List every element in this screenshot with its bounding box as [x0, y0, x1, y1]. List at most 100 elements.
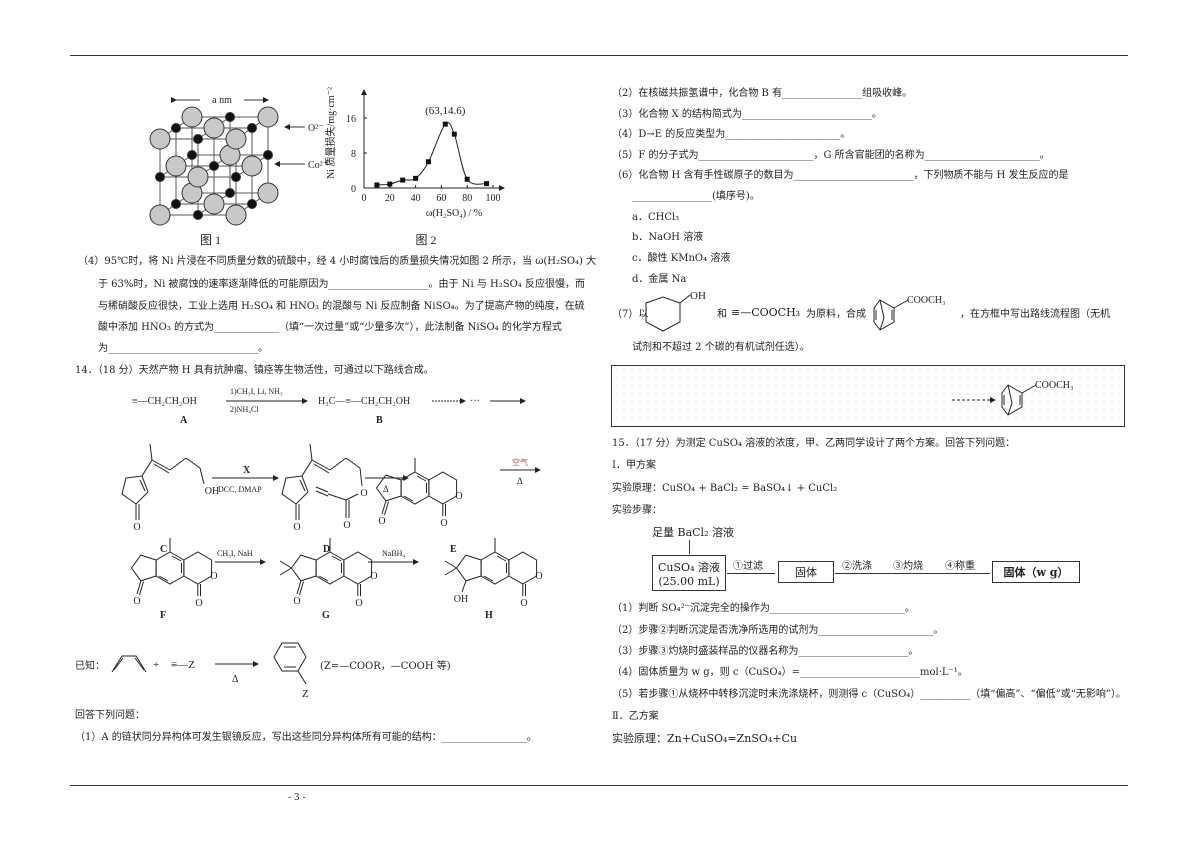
o-ion: [203, 193, 225, 215]
methyl: [309, 443, 313, 461]
bond: [483, 575, 494, 582]
lattice-edge: [159, 127, 177, 140]
label-d: D: [323, 544, 330, 555]
o-ion: [225, 128, 247, 150]
lattice-edge: [213, 116, 231, 129]
bond: [113, 657, 124, 671]
ketone: [139, 581, 144, 596]
cyclopentenone-ring: [281, 475, 309, 505]
bond: [315, 486, 329, 493]
lattice-edge: [213, 192, 231, 205]
o-ion-label: O²⁻: [308, 123, 324, 134]
q13-4-line1: （4）95℃时，将 Ni 片浸在不同质量分数的硫酸中，经 4 小时腐蚀后的质量损…: [78, 256, 597, 267]
bond: [879, 299, 885, 319]
co-ion: [155, 172, 165, 182]
q13-4-line5: 为______________________________。: [98, 343, 268, 354]
data-point: [464, 176, 470, 182]
cooch3-label: COOCH₃: [907, 295, 946, 306]
lattice-edge: [175, 116, 193, 129]
delta-2: Δ: [517, 476, 523, 486]
flow-arrow-1: [727, 573, 775, 574]
co-ion: [225, 188, 235, 198]
q13-4-line2: 于 63%时，Ni 被腐蚀的速率逐渐降低的可能原因为______________…: [98, 279, 585, 290]
q14-7-alkyne: ≡—COOCH₃: [731, 306, 801, 319]
ellipsis: ···: [470, 396, 480, 407]
bond: [169, 457, 187, 471]
co-ion-label: Co²⁺: [308, 160, 328, 171]
bottom-rule: [70, 785, 1128, 786]
ketone-oxygen: O: [293, 596, 300, 607]
bond: [139, 479, 146, 492]
figure1-caption: 图 1: [200, 233, 221, 247]
reagent-dcc: DCC, DMAP: [218, 485, 262, 494]
q14-7-line2: 试剂和不超过 2 个碳的有机试剂任选）。: [632, 342, 810, 353]
bond: [158, 575, 169, 582]
co-ion: [187, 150, 197, 160]
methyl: [279, 567, 292, 576]
bond: [318, 575, 329, 582]
crystal-structure-figure: [149, 106, 279, 226]
bond: [134, 657, 145, 671]
lactone-ring: [183, 551, 213, 585]
q15-2: （2）步骤②判断沉淀是否洗净所选用的试剂为___________________…: [612, 625, 944, 636]
lattice-edge: [251, 192, 269, 205]
bond: [879, 317, 885, 331]
known-reaction: + ≡—Z Δ Z: [111, 642, 309, 700]
o-ion: [219, 144, 241, 166]
answer-intro: 回答下列问题：: [75, 710, 145, 721]
q14-7-and: 和: [717, 309, 727, 320]
ketone-oxygen: O: [293, 522, 300, 533]
q14-3: （3）化合物 X 的结构简式为_________________________…: [612, 109, 882, 120]
lattice-edge: [213, 154, 231, 167]
x-tick-label: 0: [362, 193, 367, 204]
benzene-ring: [480, 551, 510, 585]
o-ion: [241, 155, 263, 177]
o-ion: [187, 166, 209, 188]
flow-arrow-2: [835, 573, 990, 574]
z-substituent: Z: [302, 688, 309, 700]
lattice-edge: [251, 116, 269, 129]
flow-box-solid: 固体: [778, 561, 834, 583]
figure2-caption: 图 2: [415, 233, 436, 247]
co-ion: [247, 199, 257, 209]
bond: [327, 493, 347, 501]
reagent-x: X: [243, 465, 251, 476]
step2: ②洗涤: [842, 561, 872, 572]
lattice-edge: [251, 154, 269, 167]
q13-4-line4: 酸中添加 HNO₃ 的方式为_____________（填“一次过量”或“少量多…: [98, 322, 562, 333]
bond: [329, 457, 347, 471]
step1: ①过滤: [733, 561, 763, 572]
box3-label: 固体（w g）: [1003, 566, 1069, 579]
principle1: 实验原理：CuSO₄ + BaCl₂ = BaSO₄↓ + CuCl₂: [612, 483, 838, 494]
lattice-edge: [235, 203, 253, 216]
benzene-ring: [315, 551, 345, 585]
y-tick-label: 0: [351, 184, 356, 195]
ketone: [136, 580, 142, 595]
q13-4-line3: 与稀硝酸反应很快，工业上选用 H₂SO₄ 和 HNO₃ 的混酸与 Ni 反应制备…: [98, 301, 585, 312]
top-rule: [70, 55, 1128, 56]
reagent-nabh4: NaBH₄: [382, 549, 405, 558]
o-ion: [181, 106, 203, 128]
ring-oxygen: O: [455, 491, 462, 502]
q14-7-suffix: ，在方框中写出路线流程图（无机: [960, 309, 1110, 320]
carbonyl-oxygen: O: [195, 598, 202, 609]
plus-sign: +: [153, 659, 159, 671]
carbonyl-oxygen: O: [343, 520, 350, 531]
q14-7-mid: 为原料，合成: [806, 309, 866, 320]
bond: [345, 493, 359, 501]
o-ion: [203, 117, 225, 139]
flow-box-cuso4: CuSO₄ 溶液 (25.00 mL): [652, 555, 726, 591]
data-point: [451, 131, 457, 137]
lactone-ring: [428, 471, 458, 505]
answer-box[interactable]: [611, 365, 1125, 427]
label-c: C: [160, 544, 167, 555]
bond: [416, 475, 427, 482]
known-label: 已知：: [75, 661, 105, 672]
peak-annotation: (63,14.6): [425, 105, 466, 117]
o-ion: [257, 182, 279, 204]
methyl: [149, 443, 153, 461]
flow-down-arrow: [689, 540, 690, 554]
data-point: [374, 182, 380, 188]
ester-oxygen: O: [360, 488, 367, 499]
cyclohexadiene: [273, 642, 307, 672]
